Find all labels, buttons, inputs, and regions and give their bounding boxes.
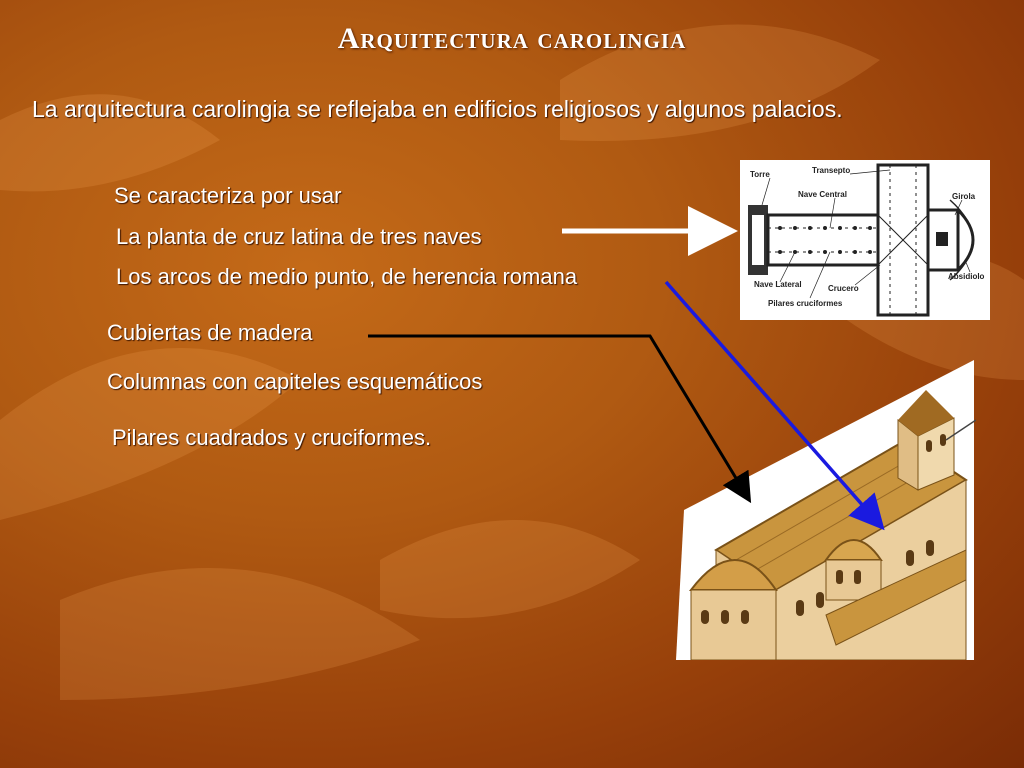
plan-label-torre: Torre	[750, 170, 770, 179]
plan-label-girola: Girola	[952, 192, 976, 201]
bullet-caracteriza: Se caracteriza por usar	[114, 183, 342, 208]
plan-label-pilares: Pilares cruciformes	[768, 299, 843, 308]
plan-label-nave-central: Nave Central	[798, 190, 847, 199]
bullet-cubiertas-madera: Cubiertas de madera	[107, 320, 313, 345]
plan-label-transepto: Transepto	[812, 166, 851, 175]
bullet-columnas-capiteles: Columnas con capiteles esquemáticos	[107, 369, 483, 394]
church-isometric-drawing	[676, 360, 977, 661]
bullet-pilares: Pilares cuadrados y cruciformes.	[112, 425, 432, 450]
black-arrow	[368, 334, 752, 504]
plan-label-absidiolo: Absidiolo	[948, 272, 985, 281]
blue-arrow	[664, 280, 885, 531]
intro-paragraph: La arquitectura carolingia se reflejaba …	[32, 96, 843, 122]
plan-label-nave-lateral: Nave Lateral	[754, 280, 802, 289]
bullet-planta-cruz-latina: La planta de cruz latina de tres naves	[116, 224, 482, 249]
church-illustration-image	[676, 360, 977, 661]
slide-title: Arquitectura carolingia	[337, 22, 687, 55]
bullet-arcos-medio-punto: Los arcos de medio punto, de herencia ro…	[116, 264, 578, 289]
floor-plan-image: Torre Transepto Nave Central Girola Nave…	[740, 160, 990, 320]
cruciform-plan-drawing	[748, 163, 975, 317]
plan-label-crucero: Crucero	[828, 284, 859, 293]
